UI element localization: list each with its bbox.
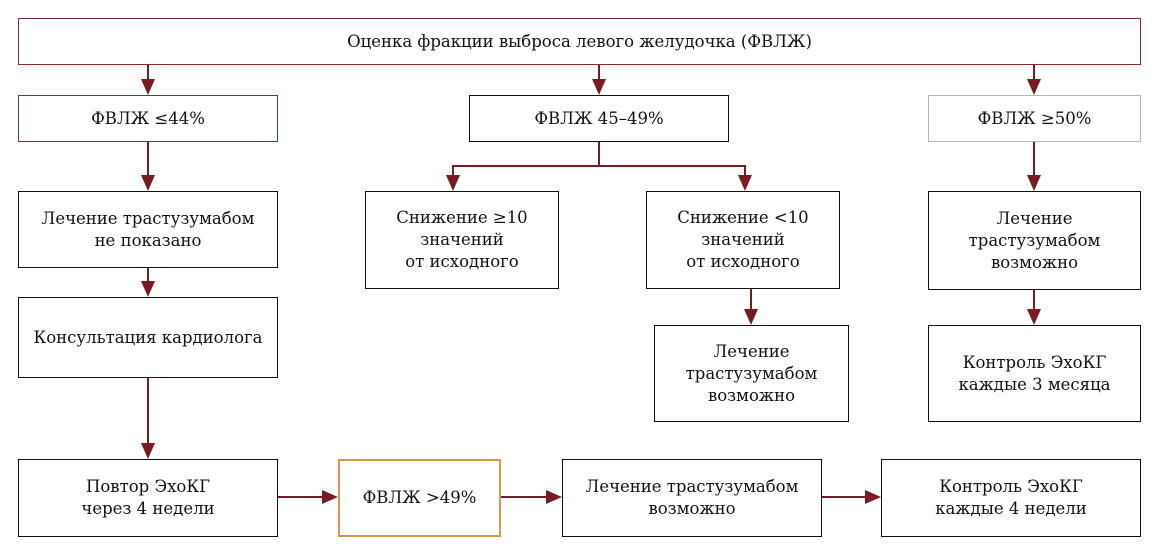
low-treatment-label: Лечение трастузумабом возможно — [585, 477, 799, 518]
high-treatment-label: Лечение трастузумабом возможно — [968, 208, 1101, 272]
top-box-label: Оценка фракции выброса левого желудочка … — [347, 31, 812, 51]
top-box-lvef-assessment: Оценка фракции выброса левого желудочка … — [18, 18, 1141, 65]
high-control-label: Контроль ЭхоКГ каждые 3 месяца — [958, 352, 1111, 394]
repeat-echo-label: Повтор ЭхоКГ через 4 недели — [81, 477, 215, 518]
low-control-box: Контроль ЭхоКГ каждые 4 недели — [881, 459, 1141, 537]
cardiology-box: Консультация кардиолога — [18, 297, 278, 378]
repeat-echo-box: Повтор ЭхоКГ через 4 недели — [18, 459, 278, 537]
branch-mid-label: ФВЛЖ 45–49% — [534, 108, 664, 128]
lvef-above-box: ФВЛЖ >49% — [338, 459, 501, 537]
mid-treatment-label: Лечение трастузумабом возможно — [685, 341, 818, 405]
decrease-ge10-label: Снижение ≥10 значений от исходного — [396, 208, 528, 271]
high-control-box: Контроль ЭхоКГ каждые 3 месяца — [928, 325, 1141, 422]
high-treatment-box: Лечение трастузумабом возможно — [928, 191, 1141, 290]
branch-low-box: ФВЛЖ ≤44% — [18, 95, 278, 142]
no-treatment-box: Лечение трастузумабом не показано — [18, 191, 278, 268]
decrease-lt10-box: Снижение <10 значений от исходного — [646, 191, 840, 289]
branch-mid-box: ФВЛЖ 45–49% — [469, 95, 729, 142]
low-control-label: Контроль ЭхоКГ каждые 4 недели — [935, 477, 1087, 518]
branch-high-box: ФВЛЖ ≥50% — [928, 95, 1141, 142]
lvef-above-label: ФВЛЖ >49% — [362, 488, 477, 507]
no-treatment-label: Лечение трастузумабом не показано — [41, 208, 255, 250]
arrow-mid-split — [452, 141, 746, 189]
branch-low-label: ФВЛЖ ≤44% — [91, 108, 205, 128]
decrease-lt10-label: Снижение <10 значений от исходного — [677, 208, 809, 271]
cardiology-label: Консультация кардиолога — [33, 327, 263, 347]
branch-high-label: ФВЛЖ ≥50% — [977, 108, 1092, 128]
low-treatment-box: Лечение трастузумабом возможно — [562, 459, 822, 537]
decrease-ge10-box: Снижение ≥10 значений от исходного — [365, 191, 559, 289]
mid-treatment-box: Лечение трастузумабом возможно — [654, 325, 849, 422]
